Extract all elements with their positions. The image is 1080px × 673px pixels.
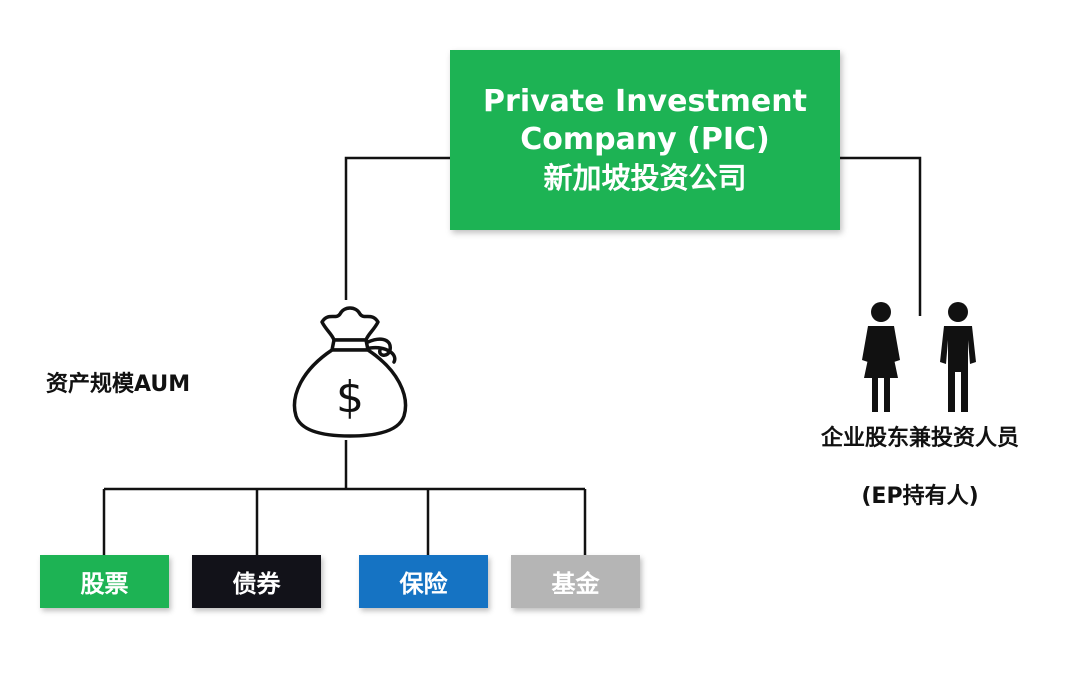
investors-label: 企业股东兼投资人员 [820,426,1019,451]
company-name-cn: 新加坡投资公司 [543,161,747,195]
asset-insurance-box: 保险 [359,555,488,608]
aum-label: 资产规模AUM [46,372,191,397]
pic-to-investors-connector [840,156,922,316]
people-icon [862,302,976,412]
investors-sublabel: (EP持有人) [861,484,979,509]
svg-text:$: $ [336,372,364,423]
pic-company-box: Private Investment Company (PIC) 新加坡投资公司 [450,50,840,230]
company-name-line2: Company (PIC) [520,122,770,157]
asset-funds-box: 基金 [511,555,640,608]
asset-bonds-box: 债券 [192,555,321,608]
company-name-line1: Private Investment [483,84,807,119]
money-bag-icon: $ [292,306,408,438]
pic-to-aum-connector [344,156,450,300]
asset-stocks-box: 股票 [40,555,169,608]
